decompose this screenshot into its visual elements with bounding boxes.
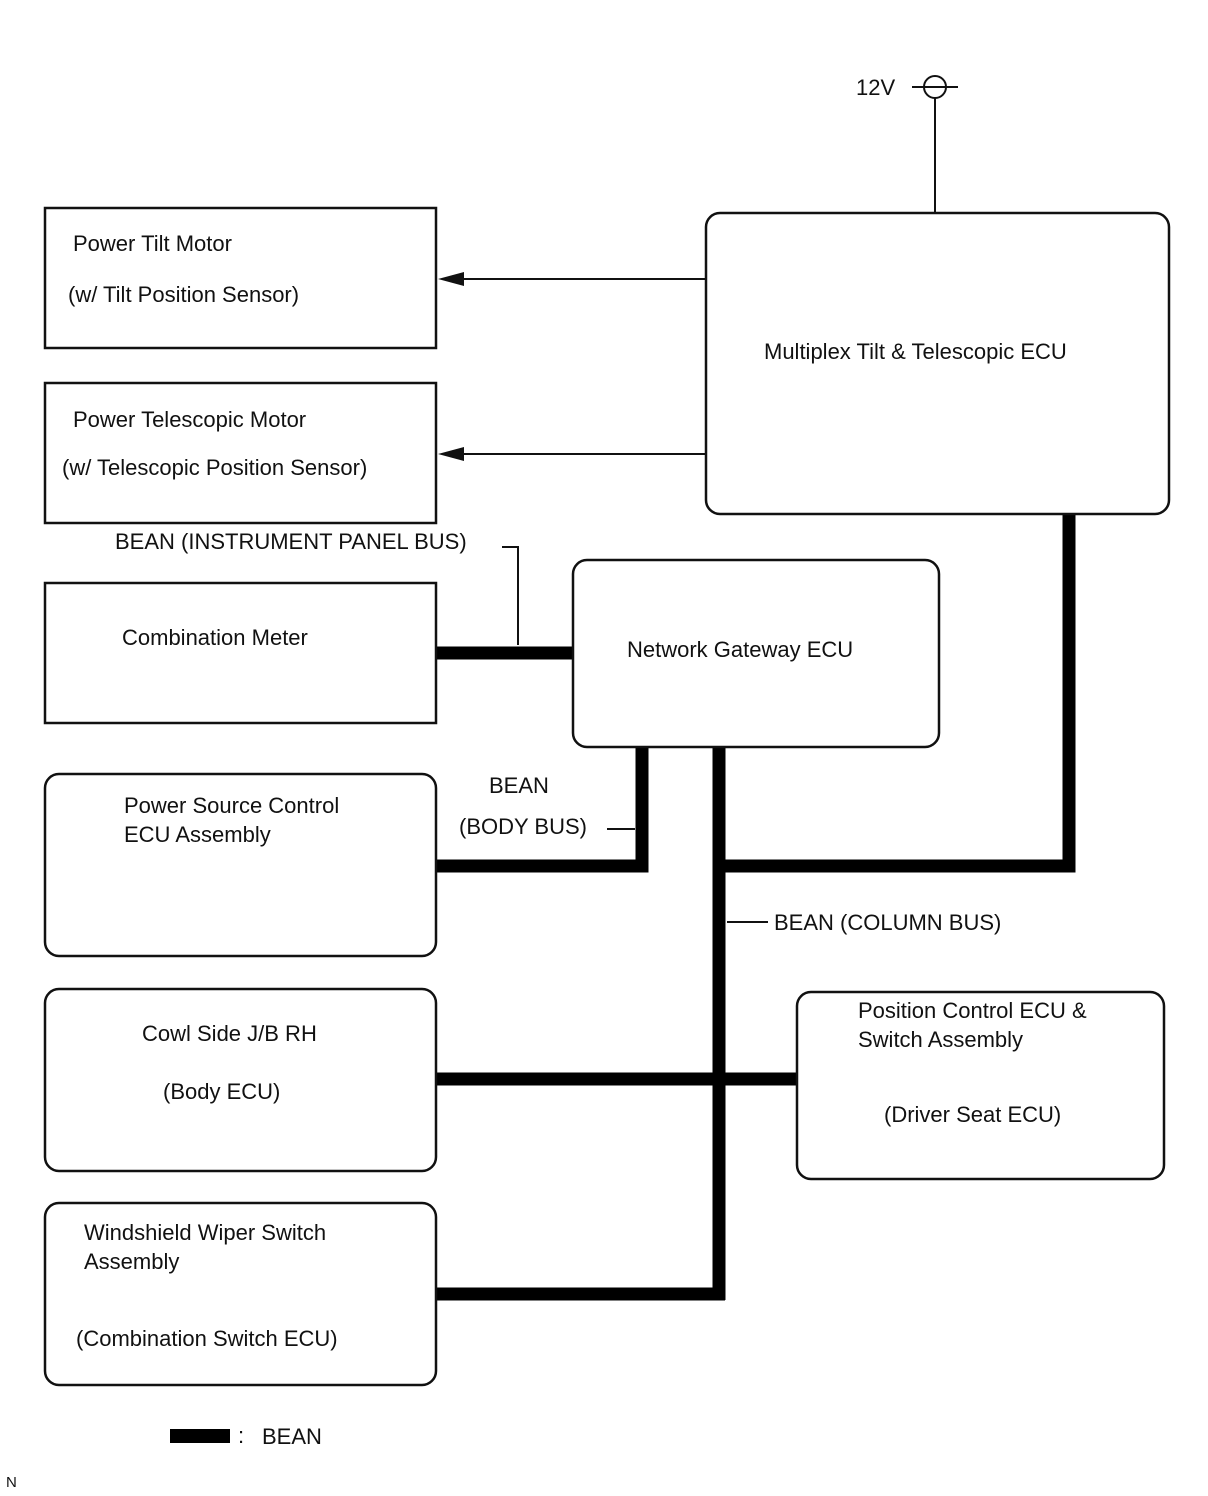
component-label: Position Control ECU & <box>858 998 1087 1023</box>
component-label: Windshield Wiper Switch <box>84 1220 326 1245</box>
component-label: Power Source Control <box>124 793 339 818</box>
component-label-line2: Switch Assembly <box>858 1027 1023 1052</box>
power-telescopic-motor: Power Telescopic Motor (w/ Telescopic Po… <box>43 381 438 525</box>
component-sublabel: (Combination Switch ECU) <box>76 1326 338 1351</box>
arrow-left-icon <box>438 447 464 461</box>
position-control-ecu: Position Control ECU & Switch Assembly (… <box>795 990 1166 1181</box>
instrument-panel-bus-label: BEAN (INSTRUMENT PANEL BUS) <box>115 529 467 554</box>
legend-separator: : <box>238 1423 244 1448</box>
legend-bean-swatch <box>170 1429 230 1443</box>
supply-label: 12V <box>856 75 895 100</box>
combination-meter: Combination Meter <box>43 581 438 725</box>
bean-column-bus <box>436 514 1076 1301</box>
arrow-left-icon <box>438 272 464 286</box>
power-supply-12v: 12V <box>856 75 958 213</box>
component-sublabel: (Driver Seat ECU) <box>884 1102 1061 1127</box>
tilt-motor-signal-line <box>438 272 706 286</box>
body-bus-label-line1: BEAN <box>489 773 549 798</box>
legend: : BEAN <box>170 1423 322 1449</box>
windshield-wiper-switch-assembly: Windshield Wiper Switch Assembly (Combin… <box>43 1201 438 1387</box>
component-sublabel: (w/ Telescopic Position Sensor) <box>62 455 367 480</box>
component-label-line2: ECU Assembly <box>124 822 271 847</box>
multiplex-tilt-telescopic-ecu: Multiplex Tilt & Telescopic ECU <box>704 211 1171 516</box>
telescopic-motor-signal-line <box>438 447 706 461</box>
power-tilt-motor: Power Tilt Motor (w/ Tilt Position Senso… <box>43 206 438 350</box>
component-label: Combination Meter <box>122 625 308 650</box>
component-label: Network Gateway ECU <box>627 637 853 662</box>
body-bus-label-line2: (BODY BUS) <box>459 814 587 839</box>
cowl-side-jb-rh: Cowl Side J/B RH (Body ECU) <box>43 987 438 1173</box>
component-sublabel: (Body ECU) <box>163 1079 280 1104</box>
column-bus-label: BEAN (COLUMN BUS) <box>774 910 1001 935</box>
power-source-control-ecu: Power Source Control ECU Assembly <box>43 772 438 958</box>
component-label-line2: Assembly <box>84 1249 179 1274</box>
component-sublabel: (w/ Tilt Position Sensor) <box>68 282 299 307</box>
network-gateway-ecu: Network Gateway ECU <box>571 558 941 749</box>
instrument-panel-bus-leader <box>502 546 519 645</box>
bean-body-bus <box>436 747 649 873</box>
component-label: Cowl Side J/B RH <box>142 1021 317 1046</box>
component-label: Power Tilt Motor <box>73 231 232 256</box>
component-label: Power Telescopic Motor <box>73 407 306 432</box>
component-label: Multiplex Tilt & Telescopic ECU <box>764 339 1067 364</box>
legend-label: BEAN <box>262 1424 322 1449</box>
corner-mark: N <box>6 1474 17 1491</box>
